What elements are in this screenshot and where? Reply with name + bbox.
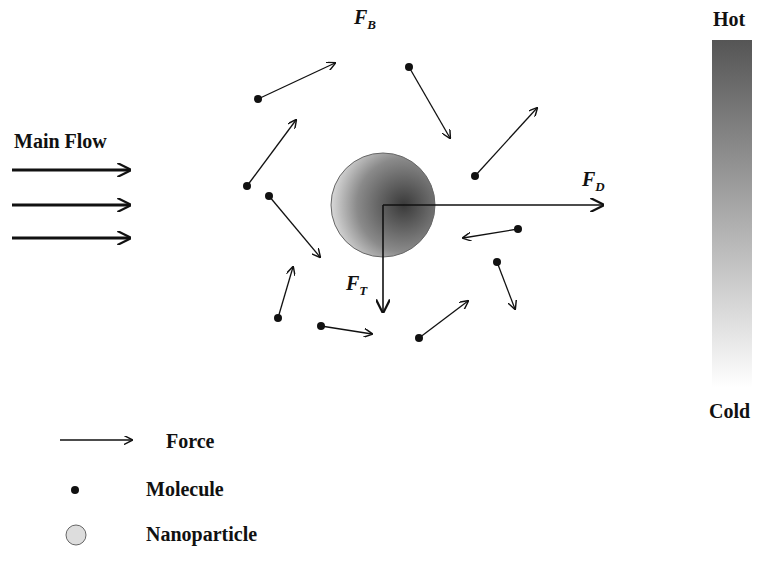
main-flow-arrows (12, 170, 130, 238)
temperature-bar (712, 40, 752, 388)
force-label: FT (346, 272, 367, 294)
legend-samples (60, 440, 132, 545)
text-label: Hot (713, 8, 745, 30)
molecules (247, 63, 537, 338)
text-label: Main Flow (14, 130, 107, 152)
legend-text: Nanoparticle (146, 523, 257, 545)
legend-text: Molecule (146, 478, 224, 500)
legend-text: Force (166, 430, 215, 452)
text-label: Cold (709, 400, 750, 422)
force-label: FB (354, 6, 376, 28)
force-arrows (383, 205, 603, 312)
molecule-dots (243, 63, 522, 342)
force-label: FD (582, 168, 605, 190)
